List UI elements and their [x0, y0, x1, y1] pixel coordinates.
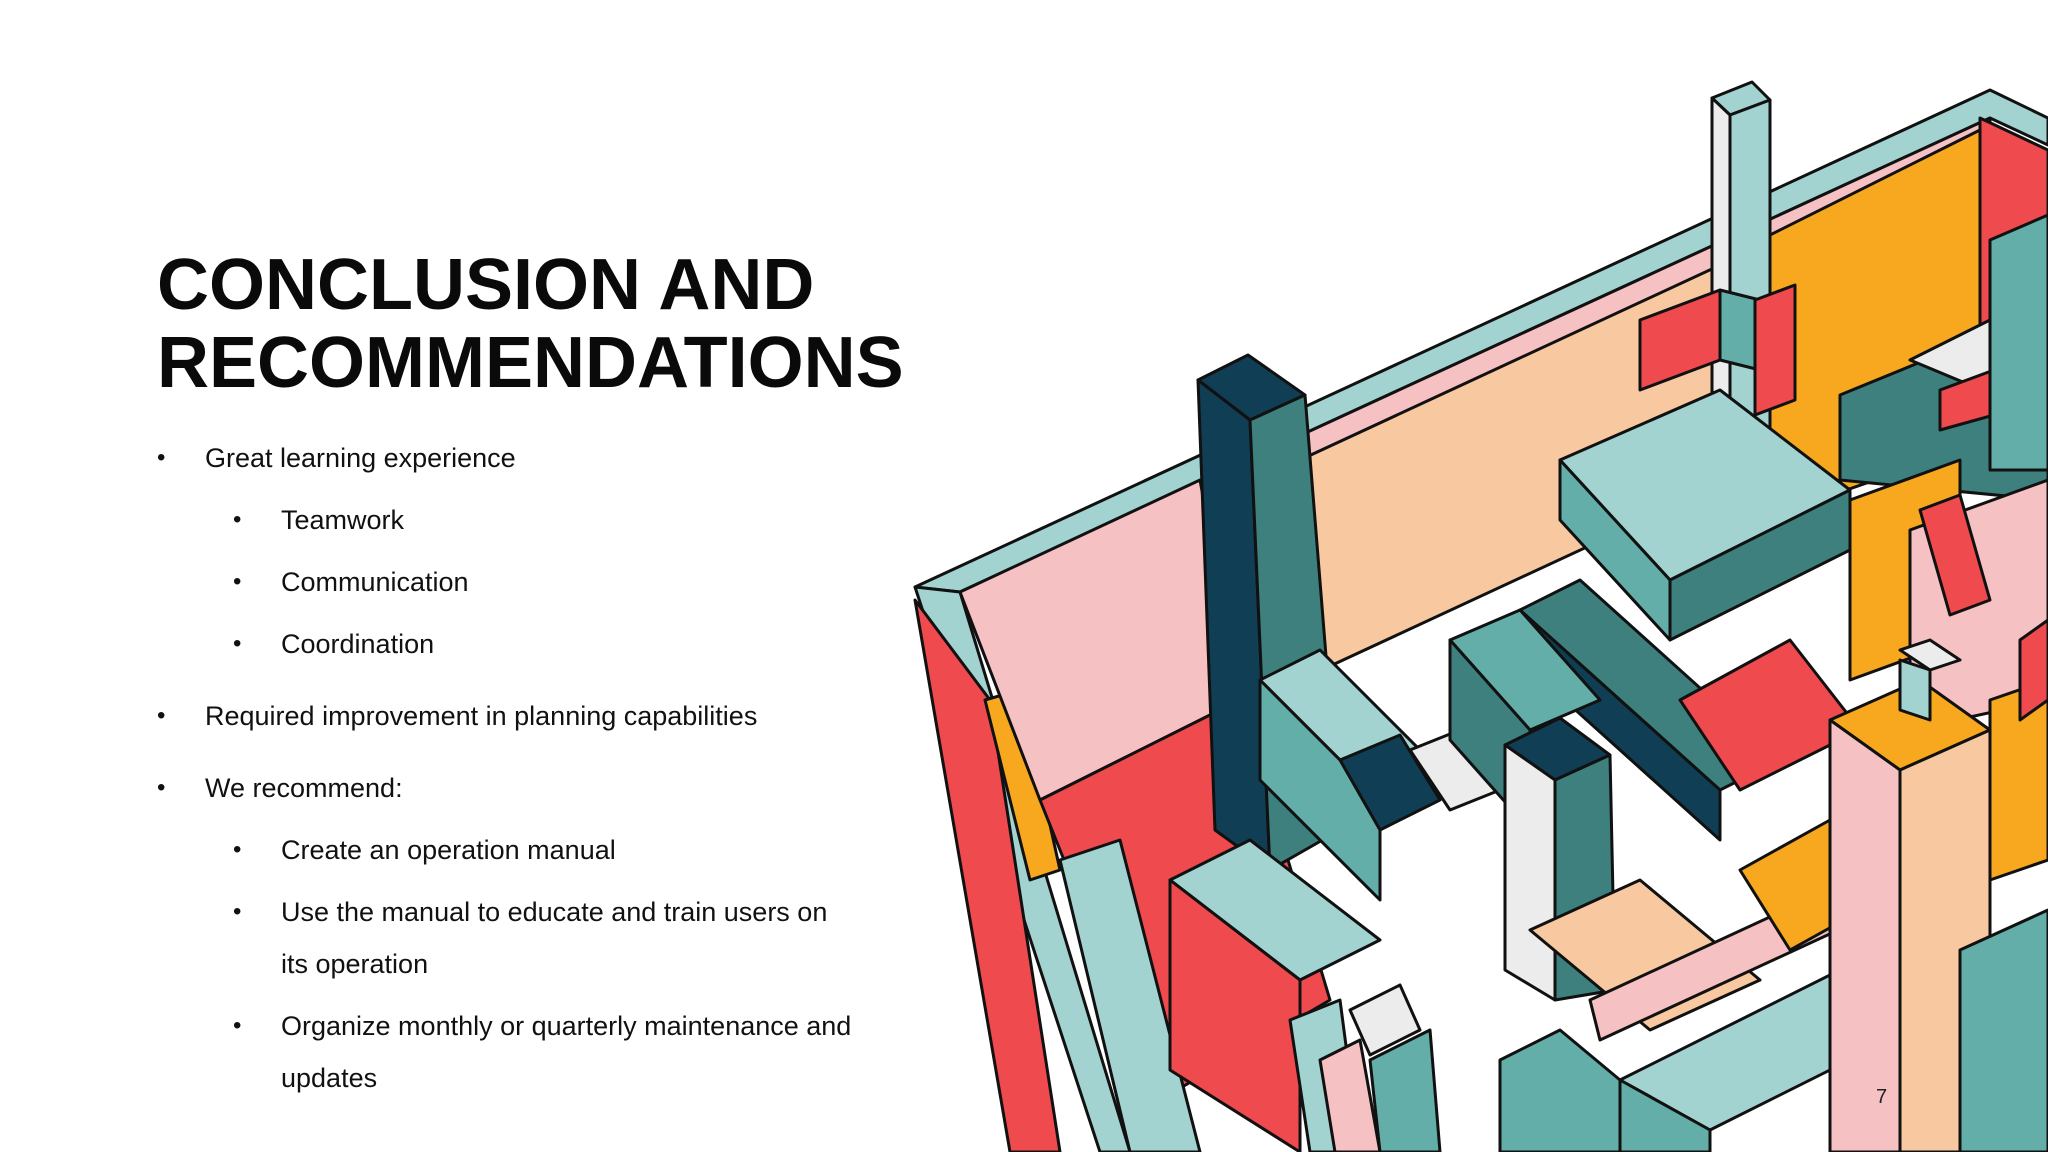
- bottom-right-teal-column: [1898, 658, 1932, 722]
- bullet-text: Coordination: [281, 629, 435, 659]
- bullet-item: • Great learning experience: [157, 432, 877, 484]
- sub-bullet-item: • Use the manual to educate and train us…: [157, 886, 861, 990]
- bullet-text: Required improvement in planning capabil…: [205, 701, 758, 731]
- bullet-text: Create an operation manual: [281, 835, 616, 865]
- bullet-text: Communication: [281, 567, 469, 597]
- sub-bullet-item: • Coordination: [157, 618, 877, 670]
- lower-white-cube: [1348, 983, 1422, 1057]
- slide-title-line-1: CONCLUSION AND: [157, 245, 815, 325]
- bottom-right-teal-corner: [1958, 908, 2048, 1152]
- outer-wall-left-red: [913, 598, 1062, 1152]
- bullet-glyph: •: [157, 702, 166, 729]
- inner-floor-light-teal: [1058, 838, 1202, 1152]
- bullet-glyph: •: [233, 836, 242, 863]
- bullet-glyph: •: [157, 444, 166, 471]
- bullet-glyph: •: [233, 568, 242, 595]
- bottom-right-pink-left: [1828, 718, 1902, 1152]
- lower-left-pink-column: [1318, 1038, 1382, 1152]
- right-block-red-lower: [1918, 493, 1992, 617]
- slide-title-line-2: RECOMMENDATIONS: [157, 323, 904, 403]
- bullet-list: • Great learning experience • Teamwork •…: [157, 432, 877, 1104]
- bullet-text: Use the manual to educate and train user…: [281, 897, 828, 979]
- block-red-column: [1753, 283, 1797, 417]
- bullet-text: Organize monthly or quarterly maintenanc…: [281, 1011, 852, 1093]
- right-tower-teal: [1988, 213, 2048, 472]
- bullet-item: • We recommend:: [157, 762, 877, 814]
- bullet-text: We recommend:: [205, 773, 403, 803]
- bottom-big-teal-front: [1618, 1078, 1712, 1152]
- bullet-glyph: •: [157, 774, 166, 801]
- lower-teal-block: [1368, 1028, 1442, 1152]
- bullet-glyph: •: [233, 506, 242, 533]
- sub-bullet-item: • Organize monthly or quarterly maintena…: [157, 1000, 861, 1104]
- bottom-teal-box: [1498, 1028, 1622, 1152]
- bullet-text: Great learning experience: [205, 443, 516, 473]
- bullet-glyph: •: [233, 630, 242, 657]
- bullet-item: • Required improvement in planning capab…: [157, 690, 877, 742]
- dark-square-block: [1338, 733, 1442, 832]
- bullet-glyph: •: [233, 1012, 242, 1039]
- front-tower-left: [1503, 743, 1557, 1002]
- bullet-glyph: •: [233, 898, 242, 925]
- bottom-right-red-edge: [2018, 618, 2048, 722]
- bullet-text: Teamwork: [281, 505, 405, 535]
- sub-bullet-item: • Teamwork: [157, 494, 877, 546]
- sub-bullet-item: • Communication: [157, 556, 877, 608]
- bottom-right-white-cap: [1898, 638, 1962, 672]
- slide-title: CONCLUSION AND RECOMMENDATIONS: [157, 246, 904, 402]
- page-number: 7: [1876, 1086, 1888, 1108]
- sub-bullet-item: • Create an operation manual: [157, 824, 877, 876]
- lower-left-slab-front: [1168, 878, 1302, 1152]
